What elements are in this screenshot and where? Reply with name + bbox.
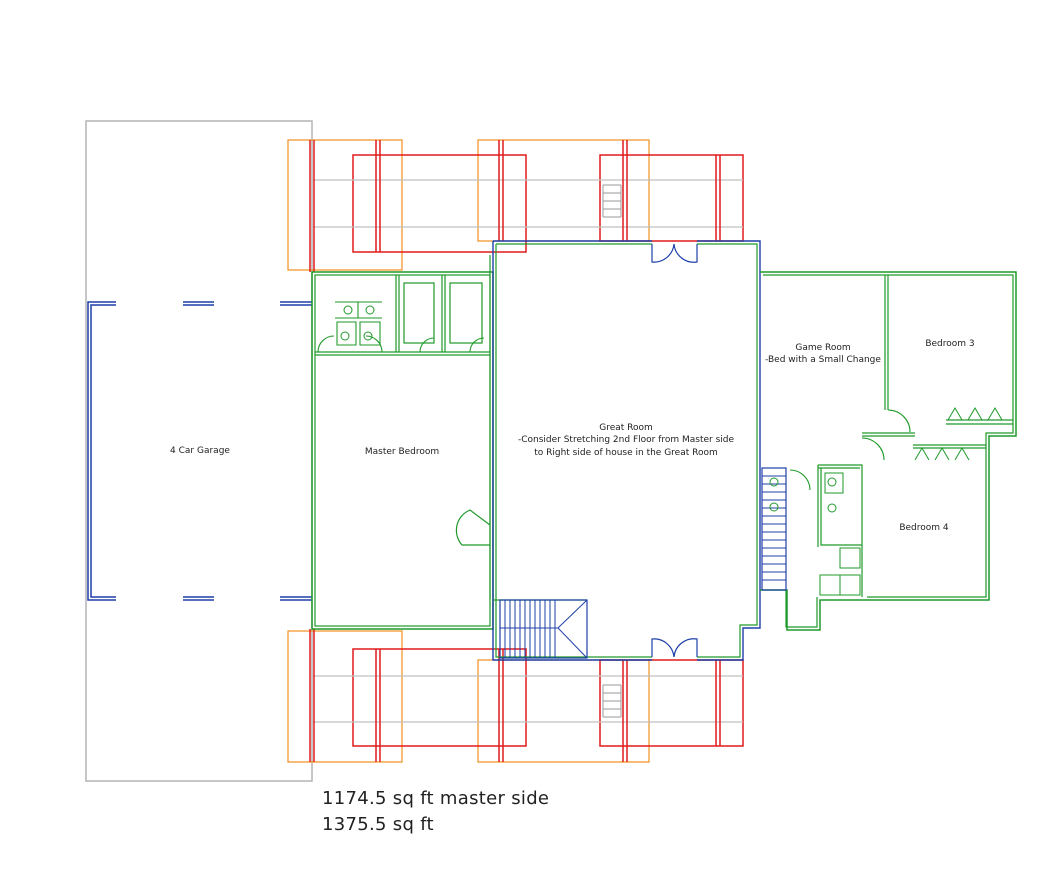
- toilet-icon: [343, 305, 353, 315]
- closet-2: [449, 282, 483, 344]
- bottom-stair: [602, 684, 622, 718]
- garage-wall-mid-top: [183, 301, 214, 306]
- great-room-title: Great Room: [599, 423, 653, 433]
- sink-icon: [340, 331, 350, 341]
- bedroom-3-closet: [946, 419, 1013, 425]
- bottom-porch-red-right: [599, 659, 744, 747]
- game-room-note: -Bed with a Small Change: [765, 355, 881, 365]
- top-porch-red-right: [599, 154, 744, 242]
- bedroom-4-label: Bedroom 4: [899, 523, 949, 533]
- great-room-note-2: to Right side of house in the Great Room: [534, 448, 718, 458]
- door-swings: [317, 335, 485, 353]
- toilet-icon: [827, 477, 837, 487]
- side-stair-outline: [761, 467, 787, 591]
- total-area-note: 1375.5 sq ft: [322, 814, 434, 835]
- sink-icon: [363, 331, 373, 341]
- bedroom-3-door: [887, 409, 911, 433]
- washer: [819, 574, 841, 596]
- bottom-porch-rails: [312, 675, 743, 723]
- garage-wall-left: [87, 301, 116, 601]
- closet-1: [403, 282, 435, 344]
- side-stair: [761, 467, 787, 591]
- garage-wall-mid-bottom: [183, 596, 214, 601]
- game-room-title: Game Room: [795, 343, 850, 353]
- great-room-wall-inner: [495, 243, 758, 658]
- game-room-walls: [862, 275, 915, 437]
- toilet-icon: [365, 305, 375, 315]
- bedroom-3-label: Bedroom 3: [925, 339, 974, 349]
- top-stair: [602, 184, 622, 218]
- sink-icon: [827, 503, 837, 513]
- master-closet-walls: [395, 275, 446, 352]
- top-porch-red-left: [352, 154, 527, 253]
- main-stair: [499, 599, 588, 659]
- bedroom-3-closet-doors: [947, 407, 1003, 421]
- bath-walls: [817, 464, 863, 597]
- great-room-wall-outer: [492, 240, 761, 661]
- top-porch-orange-left: [287, 139, 403, 271]
- top-porch-posts: [309, 140, 721, 272]
- vanity: [839, 547, 861, 569]
- bottom-porch-orange-left: [287, 630, 403, 763]
- master-bedroom-label: Master Bedroom: [365, 447, 439, 457]
- room-labels: 4 Car Garage Master Bedroom Great Room -…: [170, 339, 975, 533]
- back-door: [651, 638, 698, 658]
- bath-tub: [824, 472, 844, 494]
- great-room-note-1: -Consider Stretching 2nd Floor from Mast…: [518, 435, 735, 445]
- top-porch: [287, 139, 744, 272]
- stair-treads: [500, 599, 588, 659]
- hall-door: [861, 437, 885, 461]
- right-wing-inner: [763, 274, 1014, 628]
- top-porch-rails: [312, 179, 743, 228]
- right-wing: [760, 271, 1017, 631]
- garage-label: 4 Car Garage: [170, 446, 230, 456]
- bedroom-4-closet-doors: [914, 447, 970, 461]
- stair-outline: [499, 599, 588, 659]
- toilet-icon: [769, 502, 779, 512]
- front-door: [651, 243, 698, 263]
- side-stair-treads: [762, 475, 786, 581]
- garage-wall-right-top: [280, 301, 312, 306]
- master-bath-wall: [315, 351, 490, 356]
- bottom-porch: [287, 629, 744, 763]
- garage-wall-right-bottom: [280, 596, 312, 601]
- master-bath-fixtures: [335, 301, 382, 346]
- bath-door: [789, 469, 811, 491]
- great-room-left-wall: [489, 255, 587, 601]
- sink-icon: [769, 477, 779, 487]
- bedroom-4-closet: [913, 444, 986, 449]
- dryer: [839, 574, 861, 596]
- master-side-area-note: 1174.5 sq ft master side: [322, 788, 550, 809]
- bottom-porch-posts: [309, 629, 721, 762]
- master-entry-door: [455, 509, 491, 546]
- bottom-porch-red-left: [352, 648, 527, 747]
